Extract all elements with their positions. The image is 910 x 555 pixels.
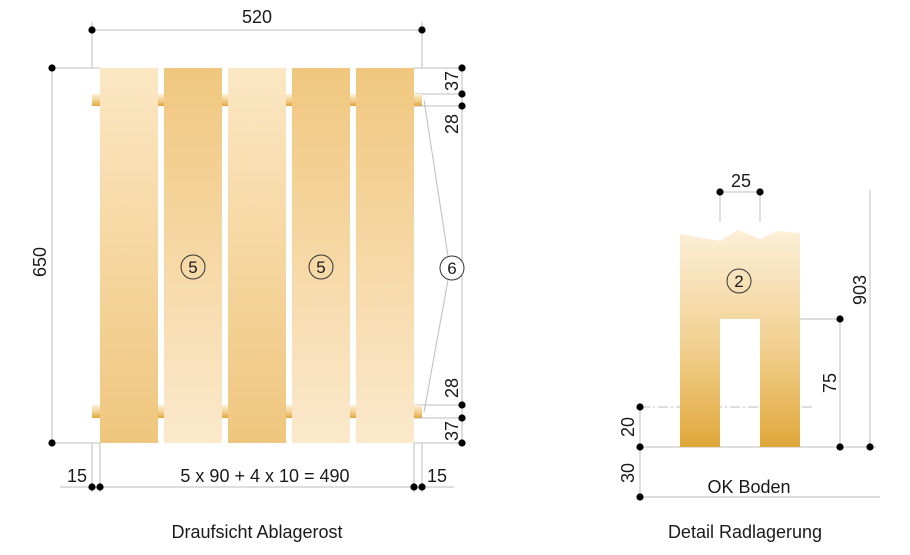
floor-label: OK Boden	[707, 477, 790, 497]
dim-28-bottom: 28	[442, 378, 462, 398]
dim-15-right: 15	[427, 466, 447, 486]
wheel-support-block	[680, 230, 800, 447]
callout-support-block-text: 2	[734, 272, 743, 291]
detail-dimension-dots	[636, 188, 874, 501]
dim-board-formula: 5 x 90 + 4 x 10 = 490	[180, 466, 349, 486]
board-5	[356, 68, 414, 443]
callout-cross-support-text: 6	[447, 259, 456, 278]
callout-left-board: 5	[180, 254, 206, 280]
dim-37-top: 37	[442, 71, 462, 91]
caption-plan-view: Draufsicht Ablagerost	[171, 522, 342, 542]
boards	[100, 68, 414, 443]
dim-25: 25	[731, 171, 751, 191]
dim-37-bottom: 37	[442, 421, 462, 441]
callout-support-block: 2	[726, 268, 752, 294]
dim-30: 30	[618, 463, 638, 483]
dim-28-top: 28	[442, 114, 462, 134]
board-1	[100, 68, 158, 443]
callout-mid-board: 5	[308, 254, 334, 280]
callout-mid-board-text: 5	[316, 258, 325, 277]
plan-view: 5 5 6 520 650 37 28 28 37 15 15 5 x 90 +…	[30, 7, 466, 542]
dim-15-left: 15	[67, 466, 87, 486]
dim-width-520: 520	[242, 7, 272, 27]
caption-detail-view: Detail Radlagerung	[668, 522, 822, 542]
callout-cross-support: 6	[439, 255, 465, 281]
dim-903: 903	[850, 275, 870, 305]
dim-20: 20	[618, 417, 638, 437]
dim-height-650: 650	[30, 247, 50, 277]
board-3	[228, 68, 286, 443]
callout-left-board-text: 5	[188, 258, 197, 277]
dim-75: 75	[820, 373, 840, 393]
detail-view: 2 25 903 75 20 30 OK Boden Detail Radlag…	[618, 171, 880, 542]
dimension-dots	[48, 26, 466, 491]
